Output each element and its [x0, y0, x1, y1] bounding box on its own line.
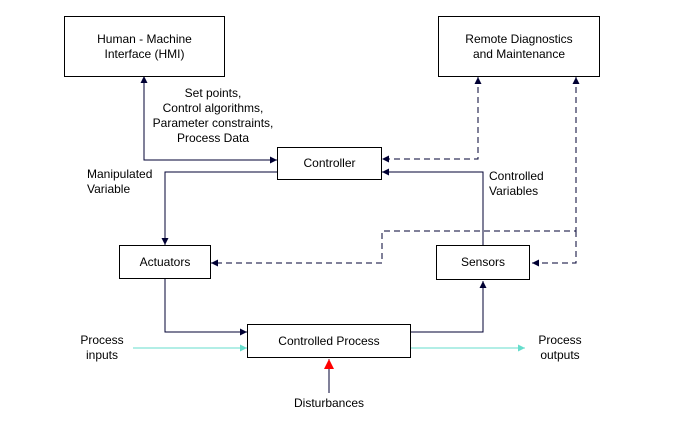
controller-box: Controller [277, 147, 382, 180]
manipulated-line: Manipulated [87, 167, 153, 181]
controller-label: Controller [303, 156, 356, 170]
hmi-title-line1: Human - Machine [97, 31, 192, 46]
remote-diagnostics-box: Remote Diagnostics and Maintenance [438, 16, 600, 77]
remote-actuators-link [211, 77, 580, 267]
controlled-process-box: Controlled Process [247, 324, 411, 358]
remote-controller-link [382, 77, 482, 163]
process-inputs-label: Process inputs [70, 333, 134, 363]
controlled-variables-label: Controlled Variables [489, 169, 544, 199]
remote-title-line1: Remote Diagnostics [465, 31, 573, 46]
setpoints-label: Set points, Control algorithms, Paramete… [144, 86, 282, 146]
actuators-label: Actuators [139, 254, 191, 269]
sensors-controller-link [382, 168, 484, 245]
hmi-box: Human - Machine Interface (HMI) [64, 16, 225, 77]
sensors-box: Sensors [436, 245, 530, 280]
hmi-title-line2: Interface (HMI) [104, 46, 185, 61]
outputs-line: outputs [540, 348, 580, 362]
controller-actuators-link [161, 171, 277, 245]
process-outputs-label: Process outputs [528, 333, 592, 363]
manipulated-line: Variable [87, 182, 131, 196]
actuators-box: Actuators [119, 245, 211, 279]
sensors-label: Sensors [460, 255, 506, 269]
remote-sensors-link [532, 231, 577, 267]
inputs-line: inputs [85, 348, 119, 362]
inputs-line: Process [80, 333, 124, 347]
process-sensors-link [411, 281, 487, 333]
remote-title-line2: and Maintenance [472, 46, 566, 61]
setpoints-line: Control algorithms, [162, 101, 264, 115]
controlled-process-label: Controlled Process [278, 333, 380, 348]
setpoints-line: Parameter constraints, [152, 116, 274, 130]
controlled-line: Variables [489, 184, 539, 198]
manipulated-variable-label: Manipulated Variable [87, 167, 152, 197]
controlled-line: Controlled [489, 169, 544, 183]
actuators-process-link [164, 279, 247, 336]
outputs-line: Process [538, 333, 582, 347]
setpoints-line: Process Data [176, 131, 250, 145]
disturbances-label: Disturbances [293, 396, 365, 410]
setpoints-line: Set points, [184, 86, 242, 100]
